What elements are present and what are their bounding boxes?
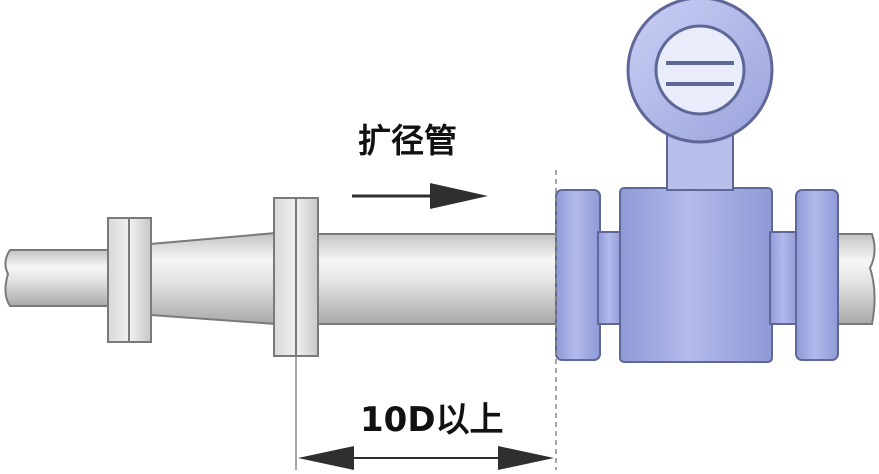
straight-pipe-section: [315, 233, 561, 325]
display-window: [654, 24, 746, 116]
flow-arrow-icon: [352, 183, 488, 209]
small-flange: [107, 217, 152, 343]
dimension-arrow-icon: [298, 446, 554, 470]
reducer-label: 扩径管: [358, 121, 457, 160]
reducer-cone: [149, 231, 277, 326]
meter-neck-left: [597, 231, 623, 325]
outlet-pipe: [837, 233, 876, 325]
meter-body: [619, 187, 773, 363]
meter-inlet-flange: [555, 189, 601, 361]
converter-head: [626, 0, 774, 144]
upstream-pipe: [4, 249, 111, 307]
distance-label: 10D以上: [360, 400, 504, 440]
meter-outlet-flange: [795, 189, 839, 361]
meter-neck-right: [769, 231, 799, 325]
large-flange: [273, 197, 319, 357]
